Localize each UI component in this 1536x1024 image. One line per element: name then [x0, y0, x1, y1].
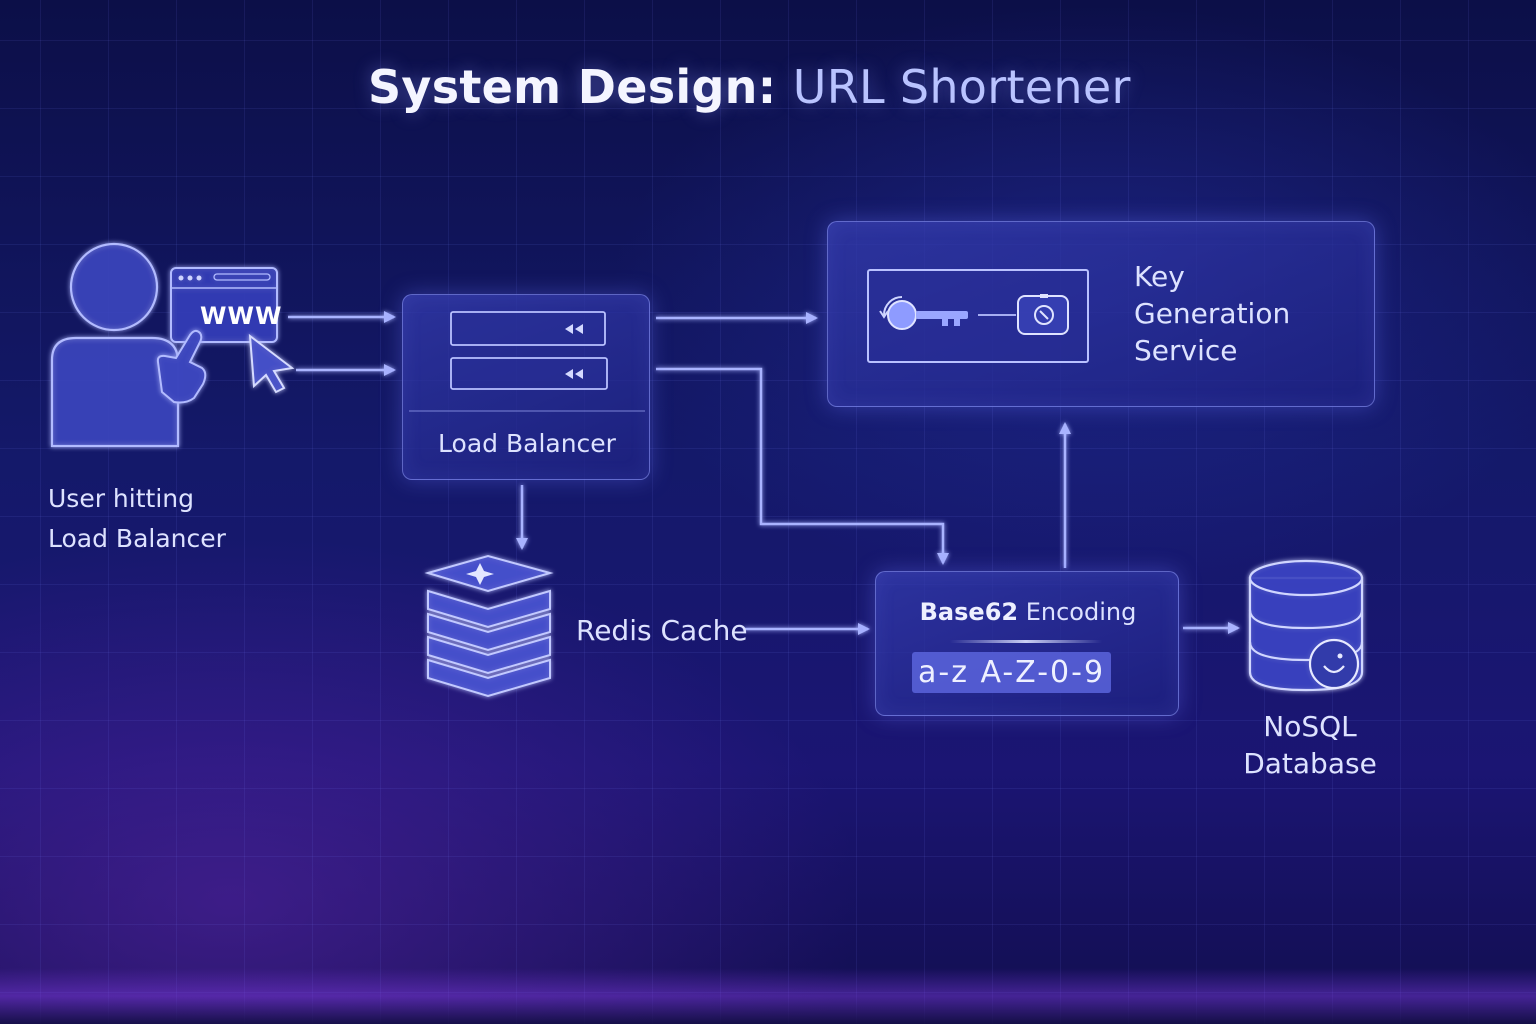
redis-cache-label: Redis Cache — [576, 614, 748, 647]
browser-www-text: WWW — [200, 302, 283, 330]
database-label-line-2: Database — [1243, 747, 1377, 780]
load-balancer-label: Load Balancer — [438, 429, 616, 458]
key-icon — [867, 269, 1089, 363]
encoding-title: Base62 Encoding — [876, 598, 1180, 626]
title-part-1: System Design: — [368, 60, 777, 114]
key-generation-service-card[interactable]: Key Generation Service — [827, 221, 1375, 407]
database-label-line-1: NoSQL — [1263, 710, 1357, 743]
user-label-line-1: User hitting — [48, 484, 194, 513]
base62-encoding-card[interactable]: Base62 Encoding a-z A-Z-0-9 — [875, 571, 1179, 716]
encoding-divider — [950, 640, 1102, 643]
load-balancer-card[interactable]: Load Balancer — [402, 294, 650, 480]
user-label-line-2: Load Balancer — [48, 524, 226, 553]
key-service-label-line-1: Key — [1134, 260, 1185, 293]
encoding-title-rest: Encoding — [1025, 598, 1137, 626]
arrow-lb-to-encoding — [656, 367, 949, 565]
encoding-title-bold: Base62 — [919, 598, 1019, 626]
title-part-2: URL Shortener — [792, 60, 1131, 114]
encoding-charset: a-z A-Z-0-9 — [912, 652, 1112, 693]
server-rack-icon — [409, 311, 645, 412]
key-service-label-line-3: Service — [1134, 334, 1238, 367]
bottom-glow — [0, 968, 1536, 1024]
page-title: System Design: URL Shortener — [368, 60, 1131, 114]
key-service-label-line-2: Generation — [1134, 297, 1291, 330]
